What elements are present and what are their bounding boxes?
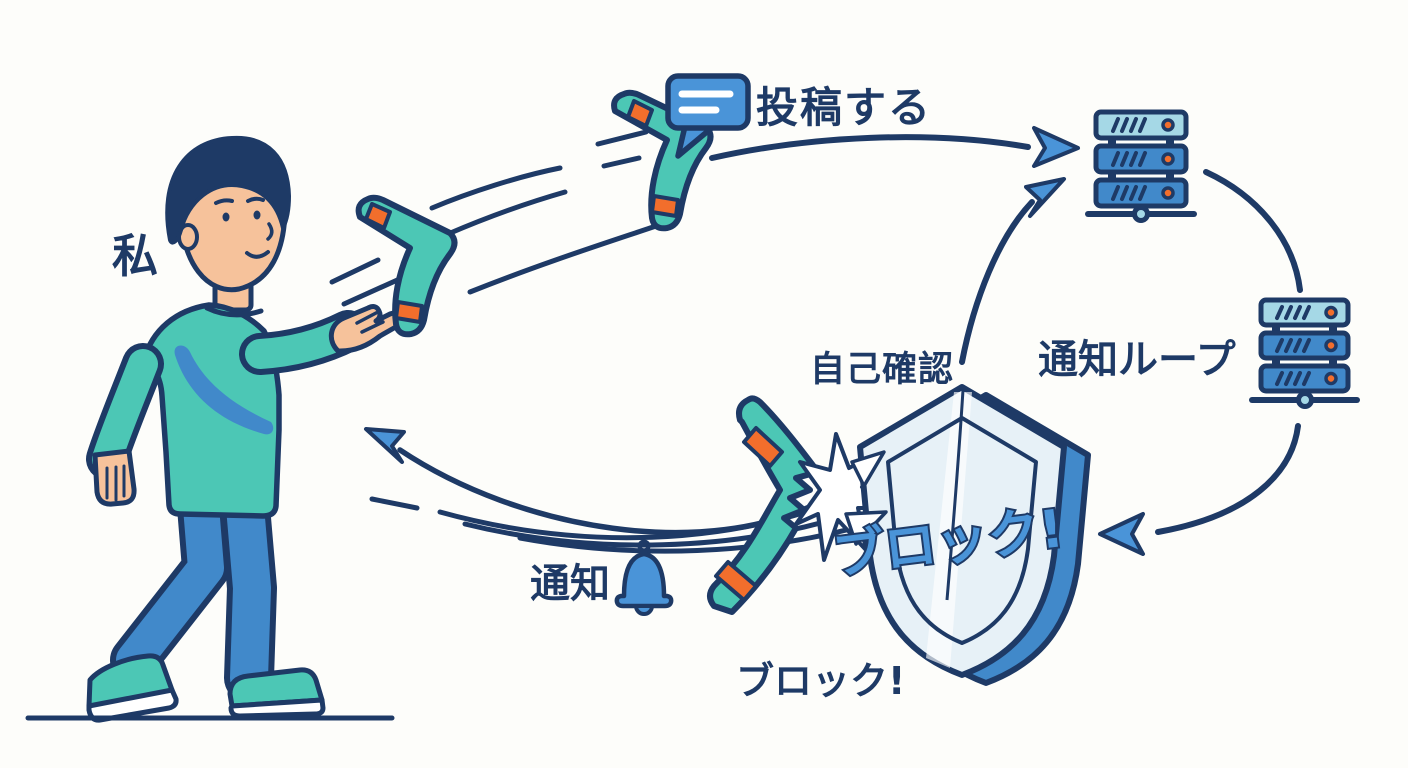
shoe-icon xyxy=(86,653,179,723)
server-icon xyxy=(1249,297,1360,409)
shield-icon xyxy=(844,384,1091,686)
self-check-arrow xyxy=(959,177,1066,365)
arrowhead-icon xyxy=(1032,126,1080,168)
post-label: 投稿する xyxy=(756,83,932,132)
post-arrow xyxy=(329,126,1080,307)
arrowhead-icon xyxy=(1024,177,1066,218)
sweater-shade xyxy=(174,345,274,435)
person-figure xyxy=(86,135,403,723)
self-check-label: 自己確認 xyxy=(810,350,954,390)
speech-bubble-icon xyxy=(665,73,751,159)
notification-label: 通知 xyxy=(530,561,610,607)
loop-arrow xyxy=(1098,169,1303,556)
me-label: 私 xyxy=(112,229,158,283)
block-caption-label: ブロック! xyxy=(736,659,905,703)
arrowhead-icon xyxy=(364,427,406,464)
server-icon xyxy=(1085,109,1197,223)
hair xyxy=(165,135,291,245)
boomerang-icon xyxy=(355,194,458,338)
notification-loop-label: 通知ループ xyxy=(1038,337,1236,383)
shoe-icon xyxy=(227,667,326,719)
bell-icon xyxy=(614,539,674,616)
arrowhead-icon xyxy=(1098,512,1145,556)
boomerang-icon xyxy=(707,395,821,615)
